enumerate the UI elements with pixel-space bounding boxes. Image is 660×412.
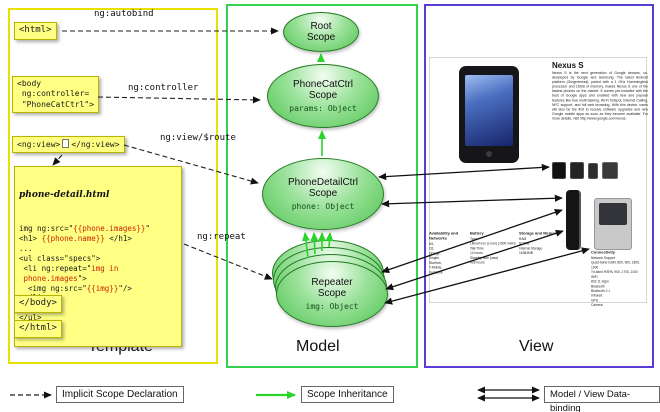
thumbnail-3 (588, 163, 598, 179)
spec-line: Bluetooth 2.1 (591, 289, 611, 293)
code-line: ... (19, 244, 33, 254)
code-line: img ng:src="{{phone.images}}" (19, 224, 150, 234)
ng-repeat-label: ng:repeat (197, 232, 246, 242)
body-open-line1: <body (17, 79, 42, 88)
phonecatctrl-scope: PhoneCatCtrl Scope params: Object (267, 64, 379, 128)
spec-line: 16384MB (519, 251, 533, 256)
ng-controller-label: ng:controller (128, 83, 199, 93)
spec-header: Availability and Networks (429, 231, 459, 241)
code-line: <img ng:src="{{img}}"/> (19, 283, 132, 293)
spec-line: GPS (591, 298, 598, 303)
ngview-note: <ng:view> </ng:view> (12, 136, 125, 154)
spec-header: Connectivity (591, 250, 616, 255)
code-line: phone.images"> (23, 273, 87, 283)
document-icon (62, 139, 70, 148)
repeater-scope-name: Repeater Scope (311, 276, 353, 299)
ngview-close-tag: </ng:view> (71, 140, 120, 149)
thumbnail-4 (602, 162, 618, 179)
spec-line: Quad-band GSM: 850, 900, 1800, 1900 (591, 261, 640, 270)
phone-detail-note: phone-detail.html img ng:src="{{phone.im… (14, 166, 182, 347)
spec-line: Camera (591, 303, 603, 308)
legend-implicit-scope: Implicit Scope Declaration (56, 386, 184, 403)
legend-data-binding: Model / View Data-binding (544, 386, 660, 412)
phone-side-image-1 (566, 190, 581, 250)
phonedetailctrl-scope-name: PhoneDetailCtrl Scope (287, 176, 359, 199)
ng-view-route-label: ng:view/$route (160, 133, 236, 143)
phone-detail-filename: phone-detail.html (19, 189, 110, 200)
repeater-scope: Repeater Scope img: Object (276, 261, 388, 327)
phone-screen (465, 75, 513, 146)
phonedetailctrl-scope: PhoneDetailCtrl Scope phone: Object (262, 158, 384, 230)
repeater-scope-detail: img: Object (305, 302, 359, 312)
spec-header: Battery (470, 231, 484, 236)
code-line: <li ng:repeat="img in (19, 263, 119, 273)
main-phone-image (459, 66, 519, 163)
spec-line: WiFi (591, 275, 598, 279)
phone-name-heading: Nexus S (552, 61, 584, 70)
spec-header: Storage and Memory (519, 231, 559, 236)
view-panel-title: View (519, 338, 554, 355)
body-open-line2: ng:controller= (17, 89, 90, 99)
body-open-note: <body ng:controller= "PhoneCatCtrl"> (12, 76, 100, 114)
spec-line: 428 hours (470, 261, 485, 265)
spec-line: Tri-band HSPA: 900, 1700, 2100 (591, 270, 638, 275)
html-close-note: </html> (14, 320, 62, 338)
legend-scope-inheritance: Scope Inheritance (301, 386, 394, 403)
root-scope-name: Root Scope (306, 20, 336, 43)
spec-line: Bluetooth (591, 284, 605, 289)
body-close-note: </body> (14, 295, 62, 313)
body-open-line3: "PhoneCatCtrl"> (17, 99, 95, 109)
phonedetailctrl-scope-detail: phone: Object (291, 202, 355, 212)
code-line: </ul> (19, 313, 42, 323)
flip-phone-screen (599, 203, 627, 225)
root-scope: Root Scope (283, 12, 359, 52)
phone-description: Nexus S is the next generation of Google… (552, 71, 648, 159)
ng-autobind-label: ng:autobind (94, 9, 154, 19)
spec-line: 802.11 b/g/n (591, 280, 609, 284)
thumbnail-1 (552, 162, 566, 179)
ngview-open-tag: <ng:view> (17, 140, 61, 149)
spec-line: Network Support (591, 256, 616, 261)
thumbnail-2 (570, 162, 584, 179)
html-open-note: <html> (14, 22, 57, 40)
code-line: <h1> {{phone.name}} </h1> (19, 234, 132, 244)
spec-line: Infrared (591, 294, 603, 298)
phone-description-text: Nexus S is the next generation of Google… (552, 71, 648, 121)
model-panel-title: Model (296, 338, 340, 355)
phonecatctrl-scope-detail: params: Object (289, 104, 357, 114)
spec-line: Vodafone (429, 270, 443, 275)
phone-side-image-2 (594, 198, 632, 250)
code-line: <ul class="specs"> (19, 253, 101, 263)
phone-home-button (486, 151, 492, 157)
phonecatctrl-scope-name: PhoneCatCtrl Scope (292, 78, 354, 101)
